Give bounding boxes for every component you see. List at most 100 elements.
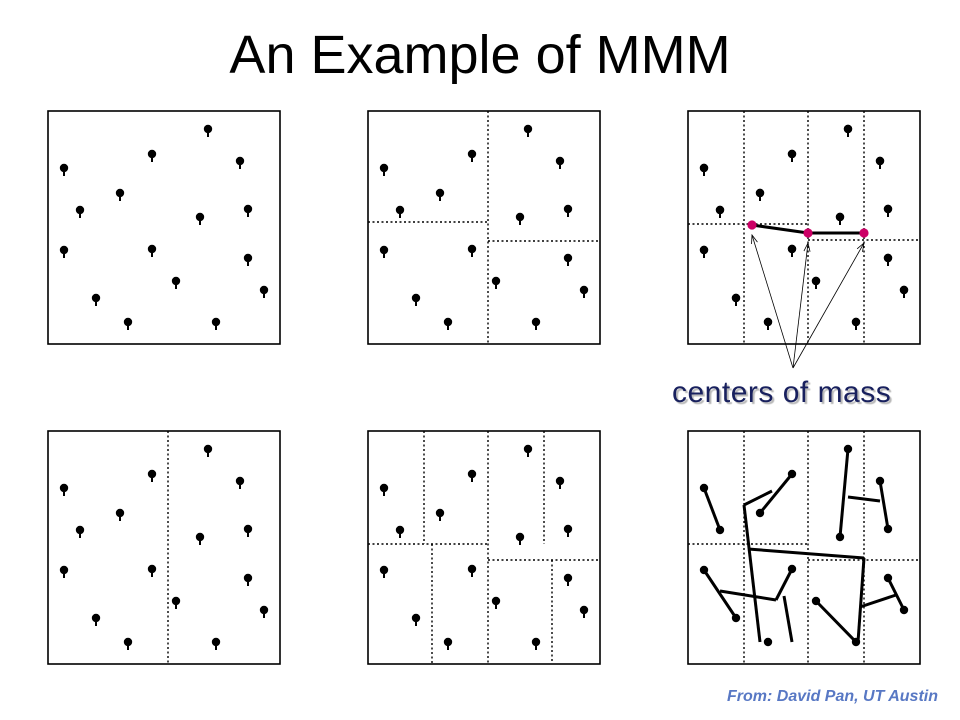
pin-icon (395, 205, 405, 218)
pin-icon (579, 285, 589, 298)
pin-icon (395, 525, 405, 538)
pin-icon (211, 317, 221, 330)
pin-icon (531, 317, 541, 330)
terminal-dot (875, 476, 885, 486)
pin-icon (563, 204, 573, 217)
centers-of-mass-label: centers of mass (672, 376, 892, 409)
terminal-dot (835, 532, 845, 542)
pin-icon (91, 613, 101, 626)
pin-icon (211, 637, 221, 650)
pin-icon (171, 276, 181, 289)
pin-icon (899, 285, 909, 298)
arrow-head-icon (856, 241, 865, 252)
pin-icon (259, 605, 269, 618)
center-of-mass-icon (859, 228, 869, 238)
center-of-mass-arrows (751, 233, 865, 369)
tree-edge (758, 473, 794, 514)
tree-edge (847, 495, 881, 503)
pin-icon (699, 163, 709, 176)
pin-icon (203, 124, 213, 137)
pin-icon (443, 317, 453, 330)
pin-icon (763, 317, 773, 330)
pin-icon (515, 532, 525, 545)
terminal-dot (811, 596, 821, 606)
pin-icon (75, 205, 85, 218)
pin-icon (491, 276, 501, 289)
pin-icon (579, 605, 589, 618)
pin-icon (243, 204, 253, 217)
terminal-dot (787, 564, 797, 574)
pin-icon (467, 149, 477, 162)
pin-icon (555, 476, 565, 489)
center-arrow-line (792, 242, 865, 369)
pin-icon (883, 253, 893, 266)
center-arrow-line (751, 234, 794, 369)
pin-icon (435, 188, 445, 201)
terminal-dot (699, 483, 709, 493)
slide-title: An Example of MMM (229, 25, 731, 85)
terminal-dot (883, 573, 893, 583)
panel-original (47, 110, 281, 345)
pin-icon (699, 245, 709, 258)
pin-icon (379, 565, 389, 578)
pin-icon (715, 205, 725, 218)
tree-edge (878, 480, 890, 530)
pin-icon (75, 525, 85, 538)
terminal-dot (715, 525, 725, 535)
pin-icon (59, 483, 69, 496)
terminal-dot (787, 469, 797, 479)
pin-icon (379, 245, 389, 258)
panel-frame (687, 110, 921, 345)
pin-icon (731, 293, 741, 306)
terminal-dot (731, 613, 741, 623)
terminal-dot (699, 565, 709, 575)
panel-regions (367, 430, 601, 665)
tree-edge (782, 595, 794, 643)
terminal-dot (851, 637, 861, 647)
tree-edge (814, 599, 858, 644)
center-of-mass-icon (747, 220, 757, 230)
pin-icon (235, 476, 245, 489)
pin-icon (555, 156, 565, 169)
tree-edge (886, 577, 906, 611)
arrow-head-icon (751, 233, 758, 245)
panel-frame (367, 430, 601, 665)
pin-icon (883, 204, 893, 217)
pin-icon (147, 564, 157, 577)
panel-frame (367, 110, 601, 345)
panels (47, 110, 921, 665)
pin-icon (195, 532, 205, 545)
pin-icon (379, 163, 389, 176)
pin-icon (123, 317, 133, 330)
pin-icon (171, 596, 181, 609)
pin-icon (243, 524, 253, 537)
tree-edge (743, 489, 773, 507)
tree-edge (742, 504, 762, 643)
pin-icon (491, 596, 501, 609)
pin-icon (531, 637, 541, 650)
panel-frame (687, 430, 921, 665)
tree-edge (856, 557, 866, 643)
tree-edge (719, 589, 777, 602)
tree-edge (702, 569, 738, 619)
pins (59, 124, 909, 650)
pin-icon (811, 276, 821, 289)
terminal-dot (755, 508, 765, 518)
center-of-mass-icon (803, 228, 813, 238)
pin-icon (379, 483, 389, 496)
panel-frame (47, 110, 281, 345)
pin-icon (411, 613, 421, 626)
terminal-dot (763, 637, 773, 647)
pin-icon (563, 524, 573, 537)
pin-icon (843, 124, 853, 137)
pin-icon (523, 444, 533, 457)
center-arrow-line (792, 242, 809, 369)
panel-two-regions (47, 430, 281, 665)
pin-icon (59, 245, 69, 258)
pin-icon (787, 244, 797, 257)
pin-icon (115, 508, 125, 521)
pin-icon (467, 564, 477, 577)
pin-icon (851, 317, 861, 330)
tree-edge (838, 448, 850, 538)
terminal-dot (899, 605, 909, 615)
